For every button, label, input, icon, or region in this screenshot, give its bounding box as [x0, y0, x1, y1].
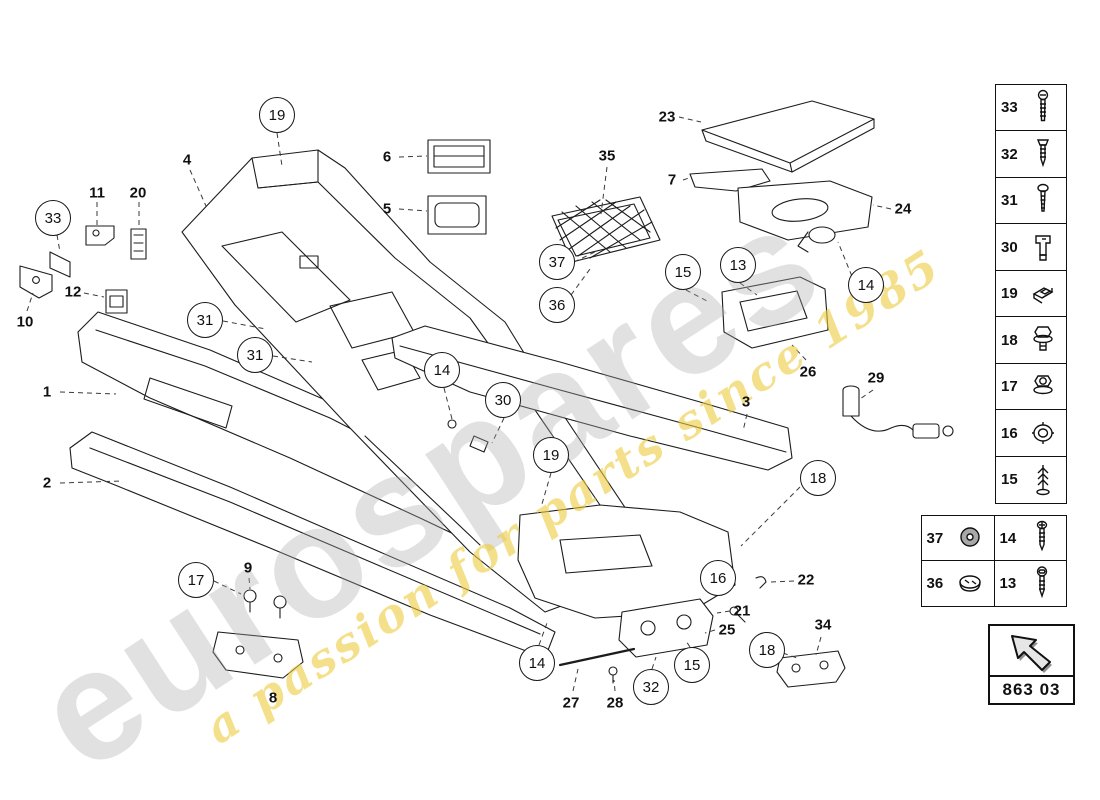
- square-nut-clip-icon: [1023, 275, 1063, 313]
- legend-item-14: 14: [993, 514, 1067, 562]
- part-label-7: 7: [667, 171, 677, 189]
- legend-number: 16: [1001, 424, 1018, 442]
- part-code-box: 863 03: [988, 624, 1075, 705]
- callout-14: 14: [848, 267, 884, 303]
- screw-hex-icon: [1022, 565, 1064, 603]
- callout-16: 16: [700, 560, 736, 596]
- legend-number: 30: [1001, 238, 1018, 256]
- legend-item-36: 36: [920, 560, 995, 607]
- fastener-legend-double: 37 14 36 13: [920, 514, 1067, 607]
- screw-long-icon: [1023, 89, 1063, 127]
- part-label-28: 28: [606, 694, 624, 712]
- part-label-11: 11: [89, 184, 105, 202]
- legend-item-31: 31: [995, 176, 1067, 225]
- flange-bolt-icon: [1023, 321, 1063, 359]
- callout-37: 37: [539, 244, 575, 280]
- part-label-27: 27: [562, 694, 580, 712]
- screw-shoulder-icon: [1023, 135, 1063, 173]
- callout-14: 14: [424, 352, 460, 388]
- part-label-34: 34: [814, 616, 832, 634]
- legend-number: 33: [1001, 99, 1018, 116]
- washer-grommet-icon: [949, 520, 992, 556]
- part-label-10: 10: [16, 313, 34, 331]
- callout-19: 19: [259, 97, 295, 133]
- callout-13: 13: [720, 247, 756, 283]
- back-arrow-icon: [990, 626, 1073, 675]
- part-label-6: 6: [382, 148, 392, 166]
- part-label-21: 21: [733, 602, 751, 620]
- callout-32: 32: [633, 669, 669, 705]
- part-label-20: 20: [129, 184, 147, 202]
- legend-item-16: 16: [995, 409, 1067, 457]
- legend-number: 17: [1001, 378, 1018, 395]
- legend-number: 15: [1001, 471, 1018, 488]
- part-label-4: 4: [182, 151, 192, 169]
- part-label-23: 23: [658, 108, 676, 126]
- part-label-26: 26: [799, 363, 817, 381]
- part-label-35: 35: [598, 147, 616, 165]
- fastener-legend-single: 33 32 31 30 19: [995, 83, 1067, 504]
- part-label-29: 29: [867, 369, 885, 387]
- legend-number: 14: [999, 529, 1017, 547]
- callout-14: 14: [519, 645, 555, 681]
- screw-cross-icon: [1022, 519, 1064, 557]
- legend-item-18: 18: [995, 316, 1067, 364]
- grommet-icon: [1023, 414, 1063, 452]
- callout-31: 31: [187, 302, 223, 338]
- part-label-24: 24: [894, 200, 912, 218]
- legend-number: 18: [1001, 331, 1018, 349]
- flange-nut-icon: [1023, 368, 1063, 406]
- callout-33: 33: [35, 200, 71, 236]
- callout-18: 18: [800, 460, 836, 496]
- part-label-22: 22: [797, 571, 815, 589]
- callout-36: 36: [539, 287, 575, 323]
- screw-pan-icon: [1023, 182, 1063, 220]
- legend-number: 36: [926, 575, 944, 592]
- callout-17: 17: [178, 562, 214, 598]
- callout-19: 19: [533, 437, 569, 473]
- callout-30: 30: [485, 382, 521, 418]
- legend-item-15: 15: [995, 455, 1067, 504]
- part-label-2: 2: [42, 474, 52, 492]
- part-label-5: 5: [382, 200, 392, 218]
- callout-18: 18: [749, 632, 785, 668]
- legend-item-33: 33: [995, 83, 1067, 132]
- part-code: 863 03: [990, 675, 1073, 703]
- part-label-12: 12: [64, 283, 82, 301]
- part-label-1: 1: [42, 383, 52, 401]
- part-label-9: 9: [243, 559, 253, 577]
- diagram-parts: [19, 100, 954, 688]
- legend-item-13: 13: [993, 560, 1067, 607]
- legend-number: 37: [926, 529, 944, 547]
- legend-number: 13: [999, 575, 1017, 592]
- legend-item-37: 37: [920, 514, 995, 562]
- leader-lines: [26, 116, 892, 692]
- part-label-3: 3: [741, 393, 751, 411]
- callout-15: 15: [674, 647, 710, 683]
- legend-item-19: 19: [995, 269, 1067, 318]
- legend-item-30: 30: [995, 223, 1067, 271]
- part-label-25: 25: [718, 621, 736, 639]
- legend-item-32: 32: [995, 130, 1067, 178]
- legend-number: 32: [1001, 145, 1018, 163]
- sheet-clip-icon: [1023, 228, 1063, 266]
- cover-plate-icon: [949, 566, 992, 602]
- trim-clip-icon: [1023, 461, 1063, 499]
- legend-number: 19: [1001, 285, 1018, 302]
- callout-15: 15: [665, 254, 701, 290]
- part-label-8: 8: [268, 689, 278, 707]
- legend-number: 31: [1001, 192, 1018, 209]
- legend-item-17: 17: [995, 362, 1067, 411]
- callout-31: 31: [237, 337, 273, 373]
